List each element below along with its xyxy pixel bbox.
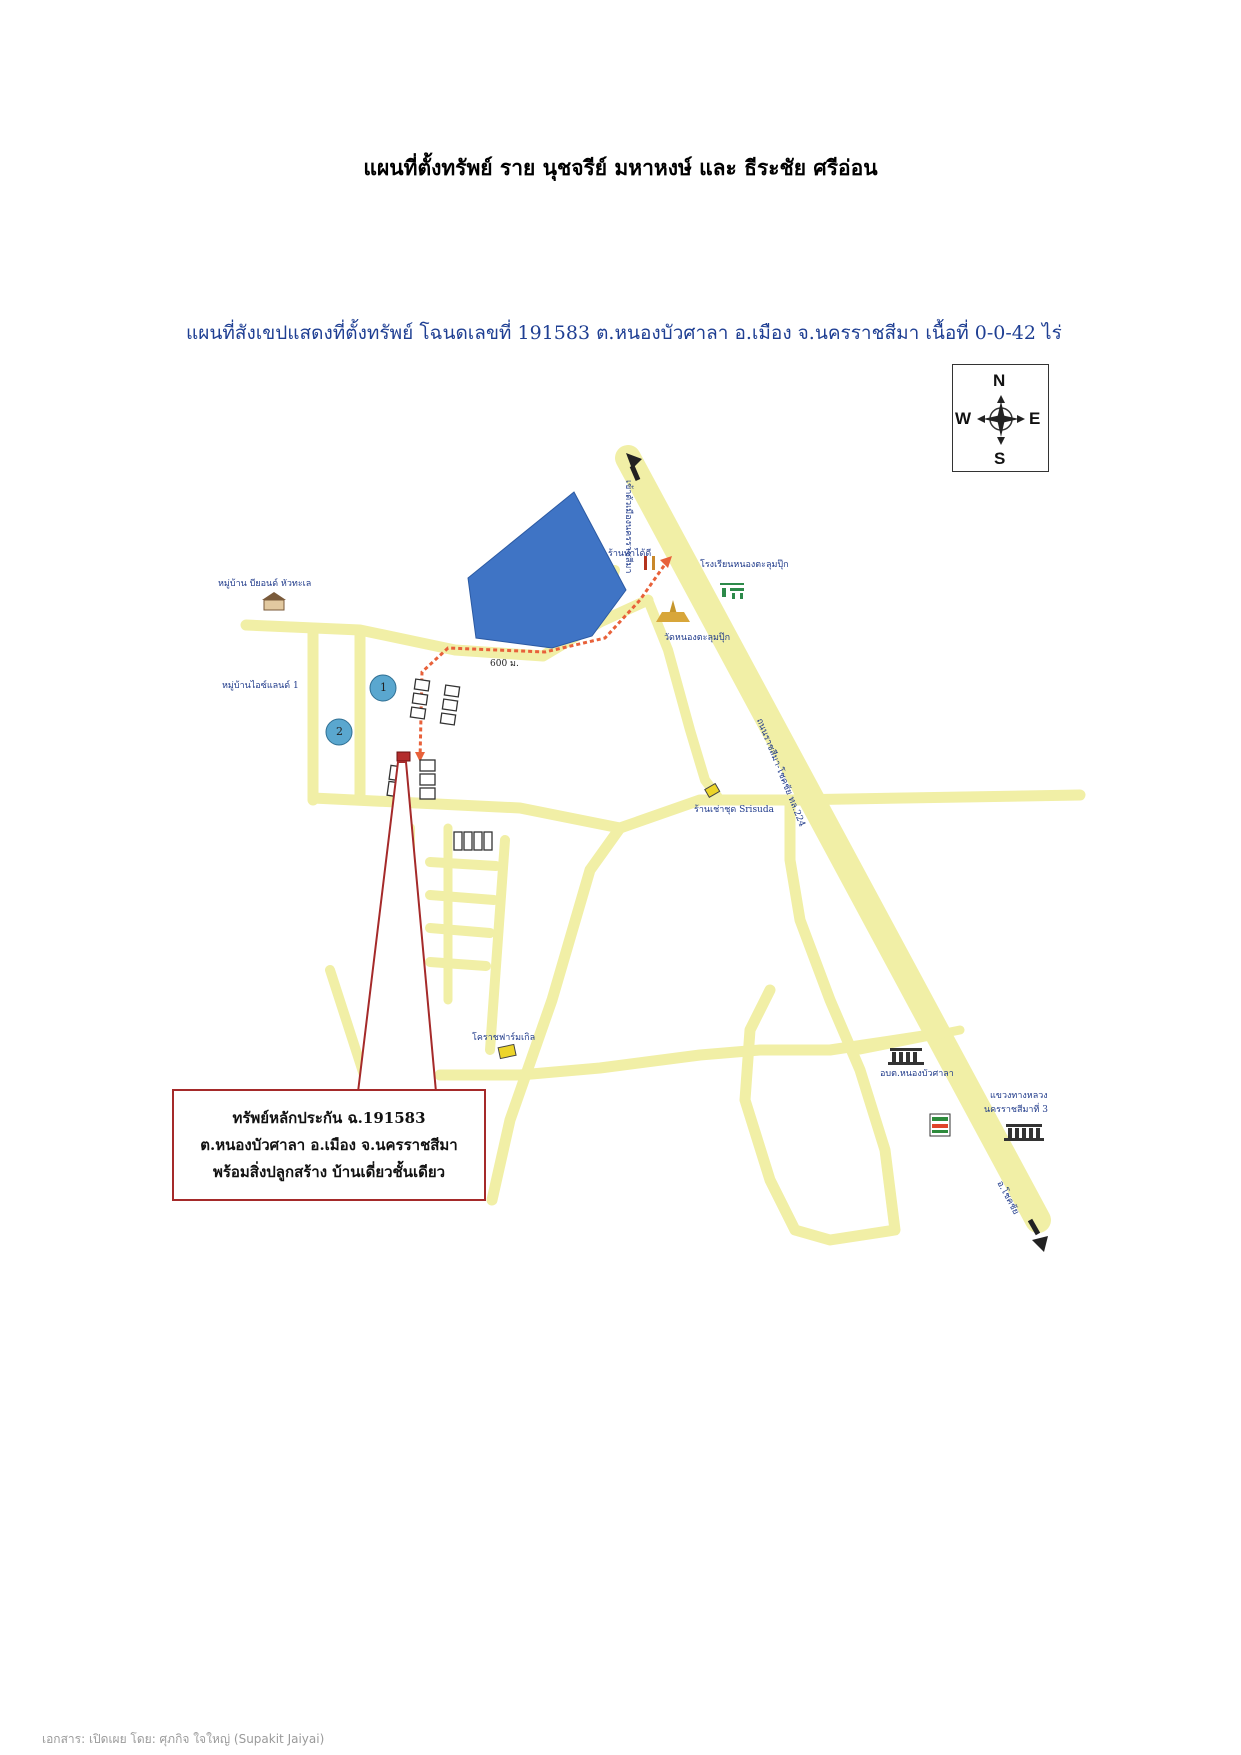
label-highway-office-line1: แขวงทางหลวง [990, 1091, 1048, 1101]
road-upper [240, 594, 654, 662]
marker-2-label: 2 [336, 725, 343, 738]
road-grid-5 [425, 923, 495, 938]
callout-line-1: ทรัพย์หลักประกัน ฉ.191583 [232, 1109, 426, 1127]
road-right-east [784, 789, 1086, 806]
label-shop-srisuda: ร้านเช่าชุด Srisuda [694, 805, 774, 815]
label-tambon-office: อบต.หนองบัวศาลา [880, 1069, 954, 1079]
compass-north: N [993, 371, 1006, 390]
map-title: แผนที่สังเขปแสดงที่ตั้งทรัพย์ โฉนดเลขที่… [186, 322, 1062, 344]
road-grid-6 [425, 957, 491, 971]
temple-icon [656, 600, 690, 622]
label-school: โรงเรียนหนองตะลุมปุ๊ก [700, 560, 789, 570]
road-east-lower [855, 1025, 965, 1055]
government-building-icon [1004, 1124, 1044, 1141]
route-path [418, 559, 670, 761]
label-temple: วัดหนองตะลุมปุ๊ก [664, 633, 731, 643]
food-icon [644, 556, 655, 570]
route-arrow-end [415, 752, 425, 762]
arrow-south-icon [1027, 1218, 1048, 1252]
label-village-top: หมู่บ้าน บียอนด์ หัวทะเล [218, 579, 312, 589]
marker-1-label: 1 [380, 681, 387, 694]
document-title: แผนที่ตั้งทรัพย์ ราย นุชจรีย์ มหาหงษ์ แล… [363, 156, 878, 180]
compass-east: E [1029, 409, 1041, 428]
house-blocks [386, 678, 493, 851]
label-highway-office-line2: นครราชสีมาที่ 3 [984, 1105, 1049, 1115]
compass-west: W [955, 409, 972, 428]
shop-icon [704, 782, 721, 799]
label-village-island: หมู่บ้านไอซ์แลนด์ 1 [222, 681, 299, 691]
road-grid-4 [425, 890, 499, 905]
label-shop-top: ร้านทำได้ดี [608, 549, 652, 559]
pond [467, 491, 627, 649]
government-building-icon [888, 1048, 924, 1065]
shop-icon [497, 1043, 517, 1060]
callout-line-3: พร้อมสิ่งปลูกสร้าง บ้านเดี่ยวชั้นเดียว [212, 1163, 446, 1181]
road-diagonal-mid [486, 822, 626, 1206]
document-footer: เอกสาร: เปิดเผย โดย: ศุภกิจ ใจใหญ่ (Supa… [42, 1732, 325, 1746]
compass-graphic [977, 395, 1025, 445]
highway-224 [615, 445, 1051, 1233]
callout-line-2: ต.หนองบัวศาลา อ.เมือง จ.นครราชสีมา [200, 1136, 458, 1154]
collateral-callout: ทรัพย์หลักประกัน ฉ.191583 ต.หนองบัวศาลา … [172, 1089, 486, 1201]
compass-south: S [994, 449, 1006, 468]
label-distance: 600 ม. [490, 659, 519, 669]
seven-eleven-icon [929, 1113, 951, 1137]
house-icon [262, 592, 286, 611]
label-korat-farm: โคราชฟาร์มเกิล [472, 1033, 536, 1043]
marker-2-circle [325, 718, 353, 746]
road-right-loop [739, 794, 901, 1246]
arrow-north-icon [626, 453, 642, 481]
road-grid-3 [425, 857, 501, 871]
road-lower [434, 1029, 936, 1081]
route-arrow-start [660, 556, 672, 568]
compass-rose-icon: N S E W [952, 364, 1049, 472]
school-icon [720, 583, 744, 599]
property-marker [396, 751, 411, 762]
callout-pointer [356, 761, 438, 1093]
road-grid-2 [485, 835, 510, 1055]
marker-1-circle [369, 674, 397, 702]
